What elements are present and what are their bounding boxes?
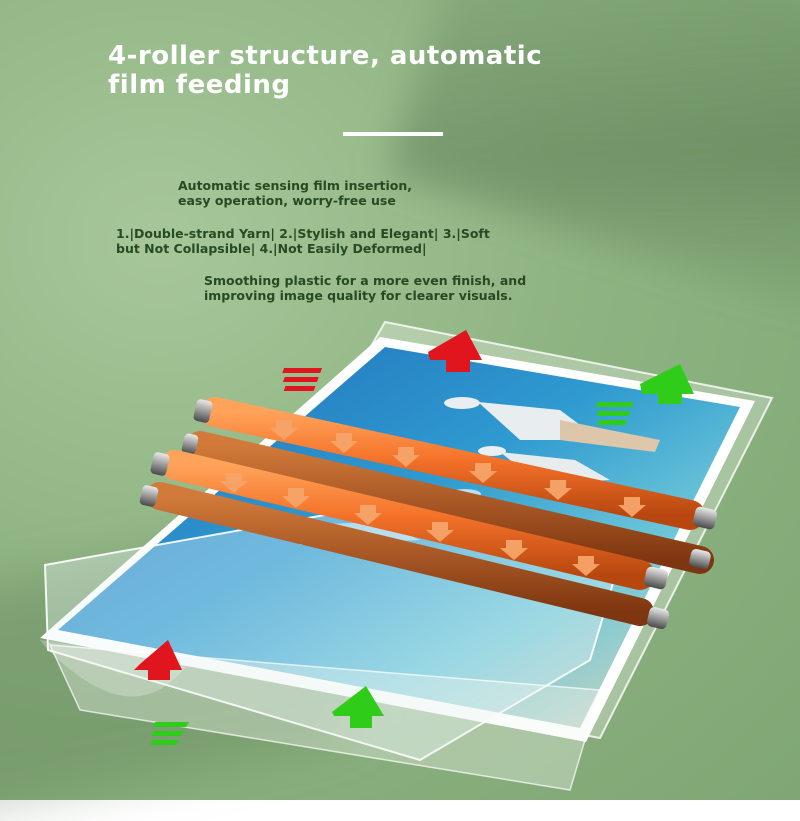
roller-axle [689, 548, 711, 570]
description-text: Smoothing plastic for a more even finish… [204, 273, 527, 303]
film-sheet-front-lower [48, 644, 601, 791]
page-title: 4-roller structure, automatic film feedi… [108, 41, 543, 100]
green-arrow-icon [595, 364, 694, 425]
features-text: 1.|Double-strand Yarn| 2.|Stylish and El… [116, 226, 490, 256]
title-divider [343, 132, 443, 136]
roller-back-brown [181, 431, 714, 574]
laminator-illustration [40, 320, 774, 791]
green-arrow-icon [149, 686, 384, 745]
roller-front-orange [150, 450, 668, 590]
roller-front-brown [139, 482, 669, 629]
red-arrow-icon [282, 330, 482, 391]
film-sheet-back-curl [40, 640, 190, 697]
subtitle-text: Automatic sensing film insertion, easy o… [178, 178, 413, 208]
red-arrow-icon [134, 640, 182, 680]
roller-direction-arrow-icon [220, 420, 646, 576]
